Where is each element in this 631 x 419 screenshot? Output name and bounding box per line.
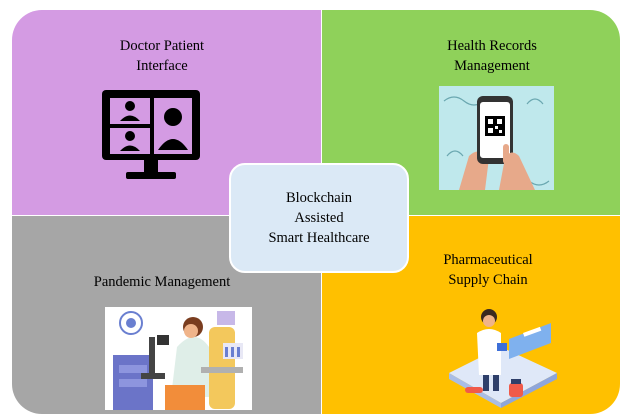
label-line: Management xyxy=(454,58,530,74)
label-line: Doctor Patient xyxy=(119,38,205,54)
label-line: Supply Chain xyxy=(448,272,528,288)
video-conference-monitor-icon xyxy=(102,90,200,179)
smart-healthcare-diagram: Doctor Patient Interface Health Records … xyxy=(12,10,620,414)
phone-qr-code-icon xyxy=(439,86,554,190)
laboratory-researcher-icon xyxy=(105,307,252,410)
center-node-blockchain: Blockchain Assisted Smart Healthcare xyxy=(229,163,409,273)
center-line: Assisted xyxy=(294,210,344,226)
label-line: Pandemic Management xyxy=(93,274,231,290)
label-line: Interface xyxy=(136,58,188,74)
quadrant-label-doctor-patient: Doctor Patient Interface xyxy=(52,36,272,76)
quadrant-label-pharmaceutical: Pharmaceutical Supply Chain xyxy=(378,250,598,290)
center-line: Smart Healthcare xyxy=(268,230,370,246)
label-line: Pharmaceutical xyxy=(443,252,533,268)
label-line: Health Records xyxy=(447,38,537,54)
quadrant-label-health-records: Health Records Management xyxy=(382,36,602,76)
center-line: Blockchain xyxy=(285,190,353,206)
pharmacist-icon xyxy=(449,309,557,408)
quadrant-label-pandemic: Pandemic Management xyxy=(32,272,292,292)
